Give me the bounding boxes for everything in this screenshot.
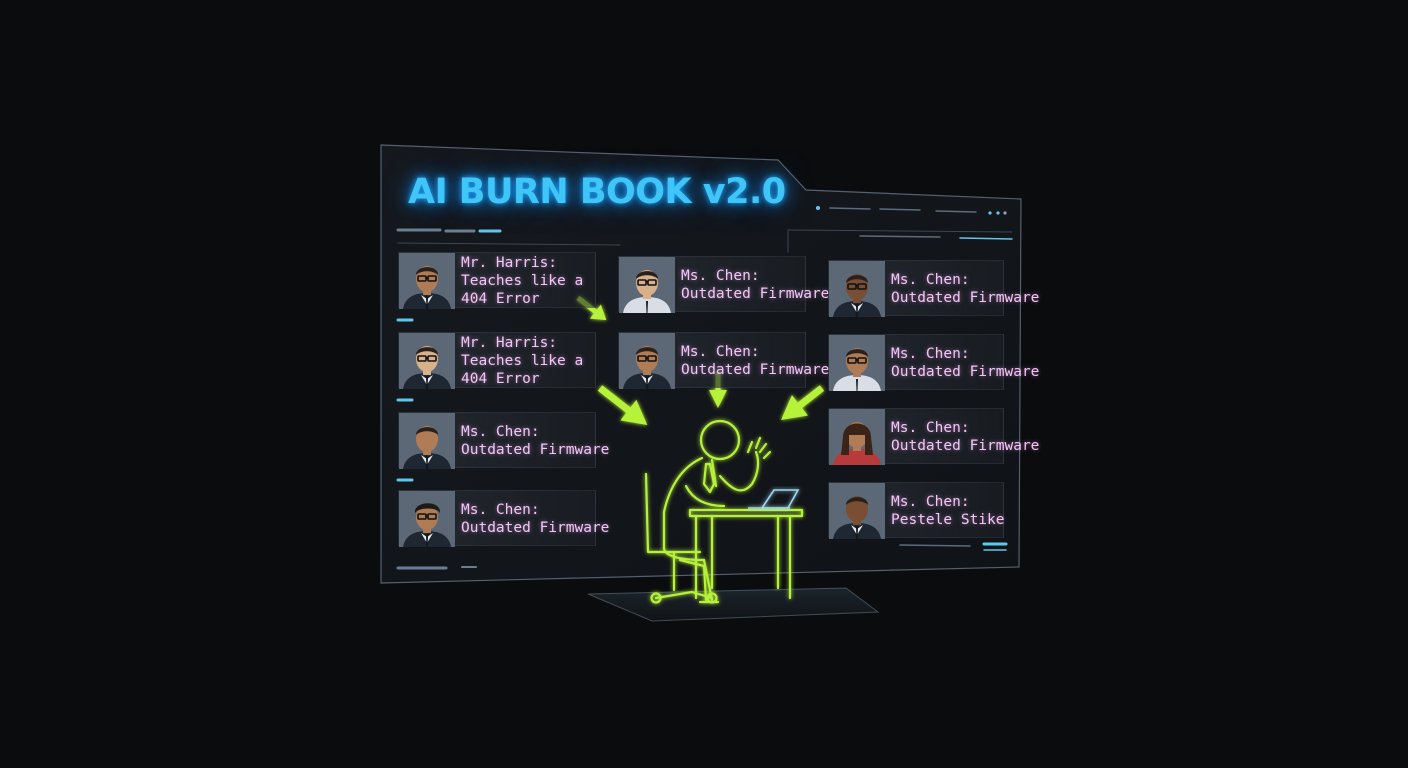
teacher-card[interactable]: Mr. Harris: Teaches like a 404 Error bbox=[398, 332, 596, 389]
burn-line: Pestele Stike bbox=[891, 512, 1005, 528]
teacher-name: Ms. Chen: bbox=[891, 346, 970, 362]
avatar bbox=[399, 253, 455, 309]
card-text: Ms. Chen: Outdated Firmware bbox=[461, 491, 610, 547]
card-text: Ms. Chen: Outdated Firmware bbox=[461, 413, 610, 469]
burn-line: Outdated Firmware bbox=[891, 364, 1040, 380]
teacher-card[interactable]: Ms. Chen: Outdated Firmware bbox=[398, 490, 610, 547]
card-text: Mr. Harris: Teaches like a 404 Error bbox=[461, 333, 591, 389]
burn-line: Outdated Firmware bbox=[461, 520, 610, 536]
arrow-mid-right bbox=[781, 385, 825, 421]
teacher-name: Mr. Harris: bbox=[461, 335, 558, 351]
teacher-name: Ms. Chen: bbox=[891, 494, 970, 510]
page-title: AI BURN BOOK v2.0 bbox=[408, 172, 786, 212]
avatar bbox=[399, 333, 455, 389]
burn-line: Outdated Firmware bbox=[891, 290, 1040, 306]
floor-plate bbox=[587, 587, 880, 622]
teacher-card[interactable]: Ms. Chen: Pestele Stike bbox=[828, 482, 1005, 539]
teacher-card[interactable]: Ms. Chen: Outdated Firmware bbox=[828, 260, 1040, 317]
burn-line: Teaches like a bbox=[461, 273, 584, 289]
burn-line: Outdated Firmware bbox=[461, 442, 610, 458]
teacher-name: Ms. Chen: bbox=[681, 268, 760, 284]
card-text: Mr. Harris: Teaches like a 404 Error bbox=[461, 253, 591, 309]
teacher-name: Ms. Chen: bbox=[461, 502, 540, 518]
burn-line: 404 Error bbox=[461, 291, 540, 307]
teacher-name: Ms. Chen: bbox=[891, 272, 970, 288]
card-text: Ms. Chen: Outdated Firmware bbox=[891, 409, 1040, 465]
avatar bbox=[619, 257, 675, 313]
teacher-card[interactable]: Ms. Chen: Outdated Firmware bbox=[398, 412, 610, 469]
avatar bbox=[829, 261, 885, 317]
teacher-card[interactable]: Ms. Chen: Outdated Firmware bbox=[828, 408, 1040, 465]
teacher-card[interactable]: Ms. Chen: Outdated Firmware bbox=[618, 332, 830, 389]
hud-decor bbox=[396, 206, 1013, 570]
arrow-mid-left bbox=[597, 385, 648, 425]
teacher-name: Ms. Chen: bbox=[681, 344, 760, 360]
avatar bbox=[829, 483, 885, 539]
card-text: Ms. Chen: Outdated Firmware bbox=[891, 335, 1040, 391]
burn-line: 404 Error bbox=[461, 371, 540, 387]
card-text: Ms. Chen: Pestele Stike bbox=[891, 483, 1005, 539]
teacher-name: Ms. Chen: bbox=[461, 424, 540, 440]
avatar bbox=[399, 491, 455, 547]
avatar bbox=[399, 413, 455, 469]
avatar bbox=[829, 409, 885, 465]
burn-line: Outdated Firmware bbox=[891, 438, 1040, 454]
card-text: Ms. Chen: Outdated Firmware bbox=[681, 333, 830, 389]
arrows bbox=[576, 296, 825, 425]
teacher-card[interactable]: Ms. Chen: Outdated Firmware bbox=[618, 256, 830, 313]
avatar bbox=[829, 335, 885, 391]
teacher-name: Ms. Chen: bbox=[891, 420, 970, 436]
avatar bbox=[619, 333, 675, 389]
teacher-name: Mr. Harris: bbox=[461, 255, 558, 271]
burn-line: Outdated Firmware bbox=[681, 286, 830, 302]
teacher-card[interactable]: Ms. Chen: Outdated Firmware bbox=[828, 334, 1040, 391]
burn-line: Teaches like a bbox=[461, 353, 584, 369]
laptop-icon bbox=[748, 489, 800, 509]
neon-figure bbox=[644, 419, 804, 604]
burn-line: Outdated Firmware bbox=[681, 362, 830, 378]
card-text: Ms. Chen: Outdated Firmware bbox=[681, 257, 830, 313]
card-text: Ms. Chen: Outdated Firmware bbox=[891, 261, 1040, 317]
teacher-card[interactable]: Mr. Harris: Teaches like a 404 Error bbox=[398, 252, 596, 309]
